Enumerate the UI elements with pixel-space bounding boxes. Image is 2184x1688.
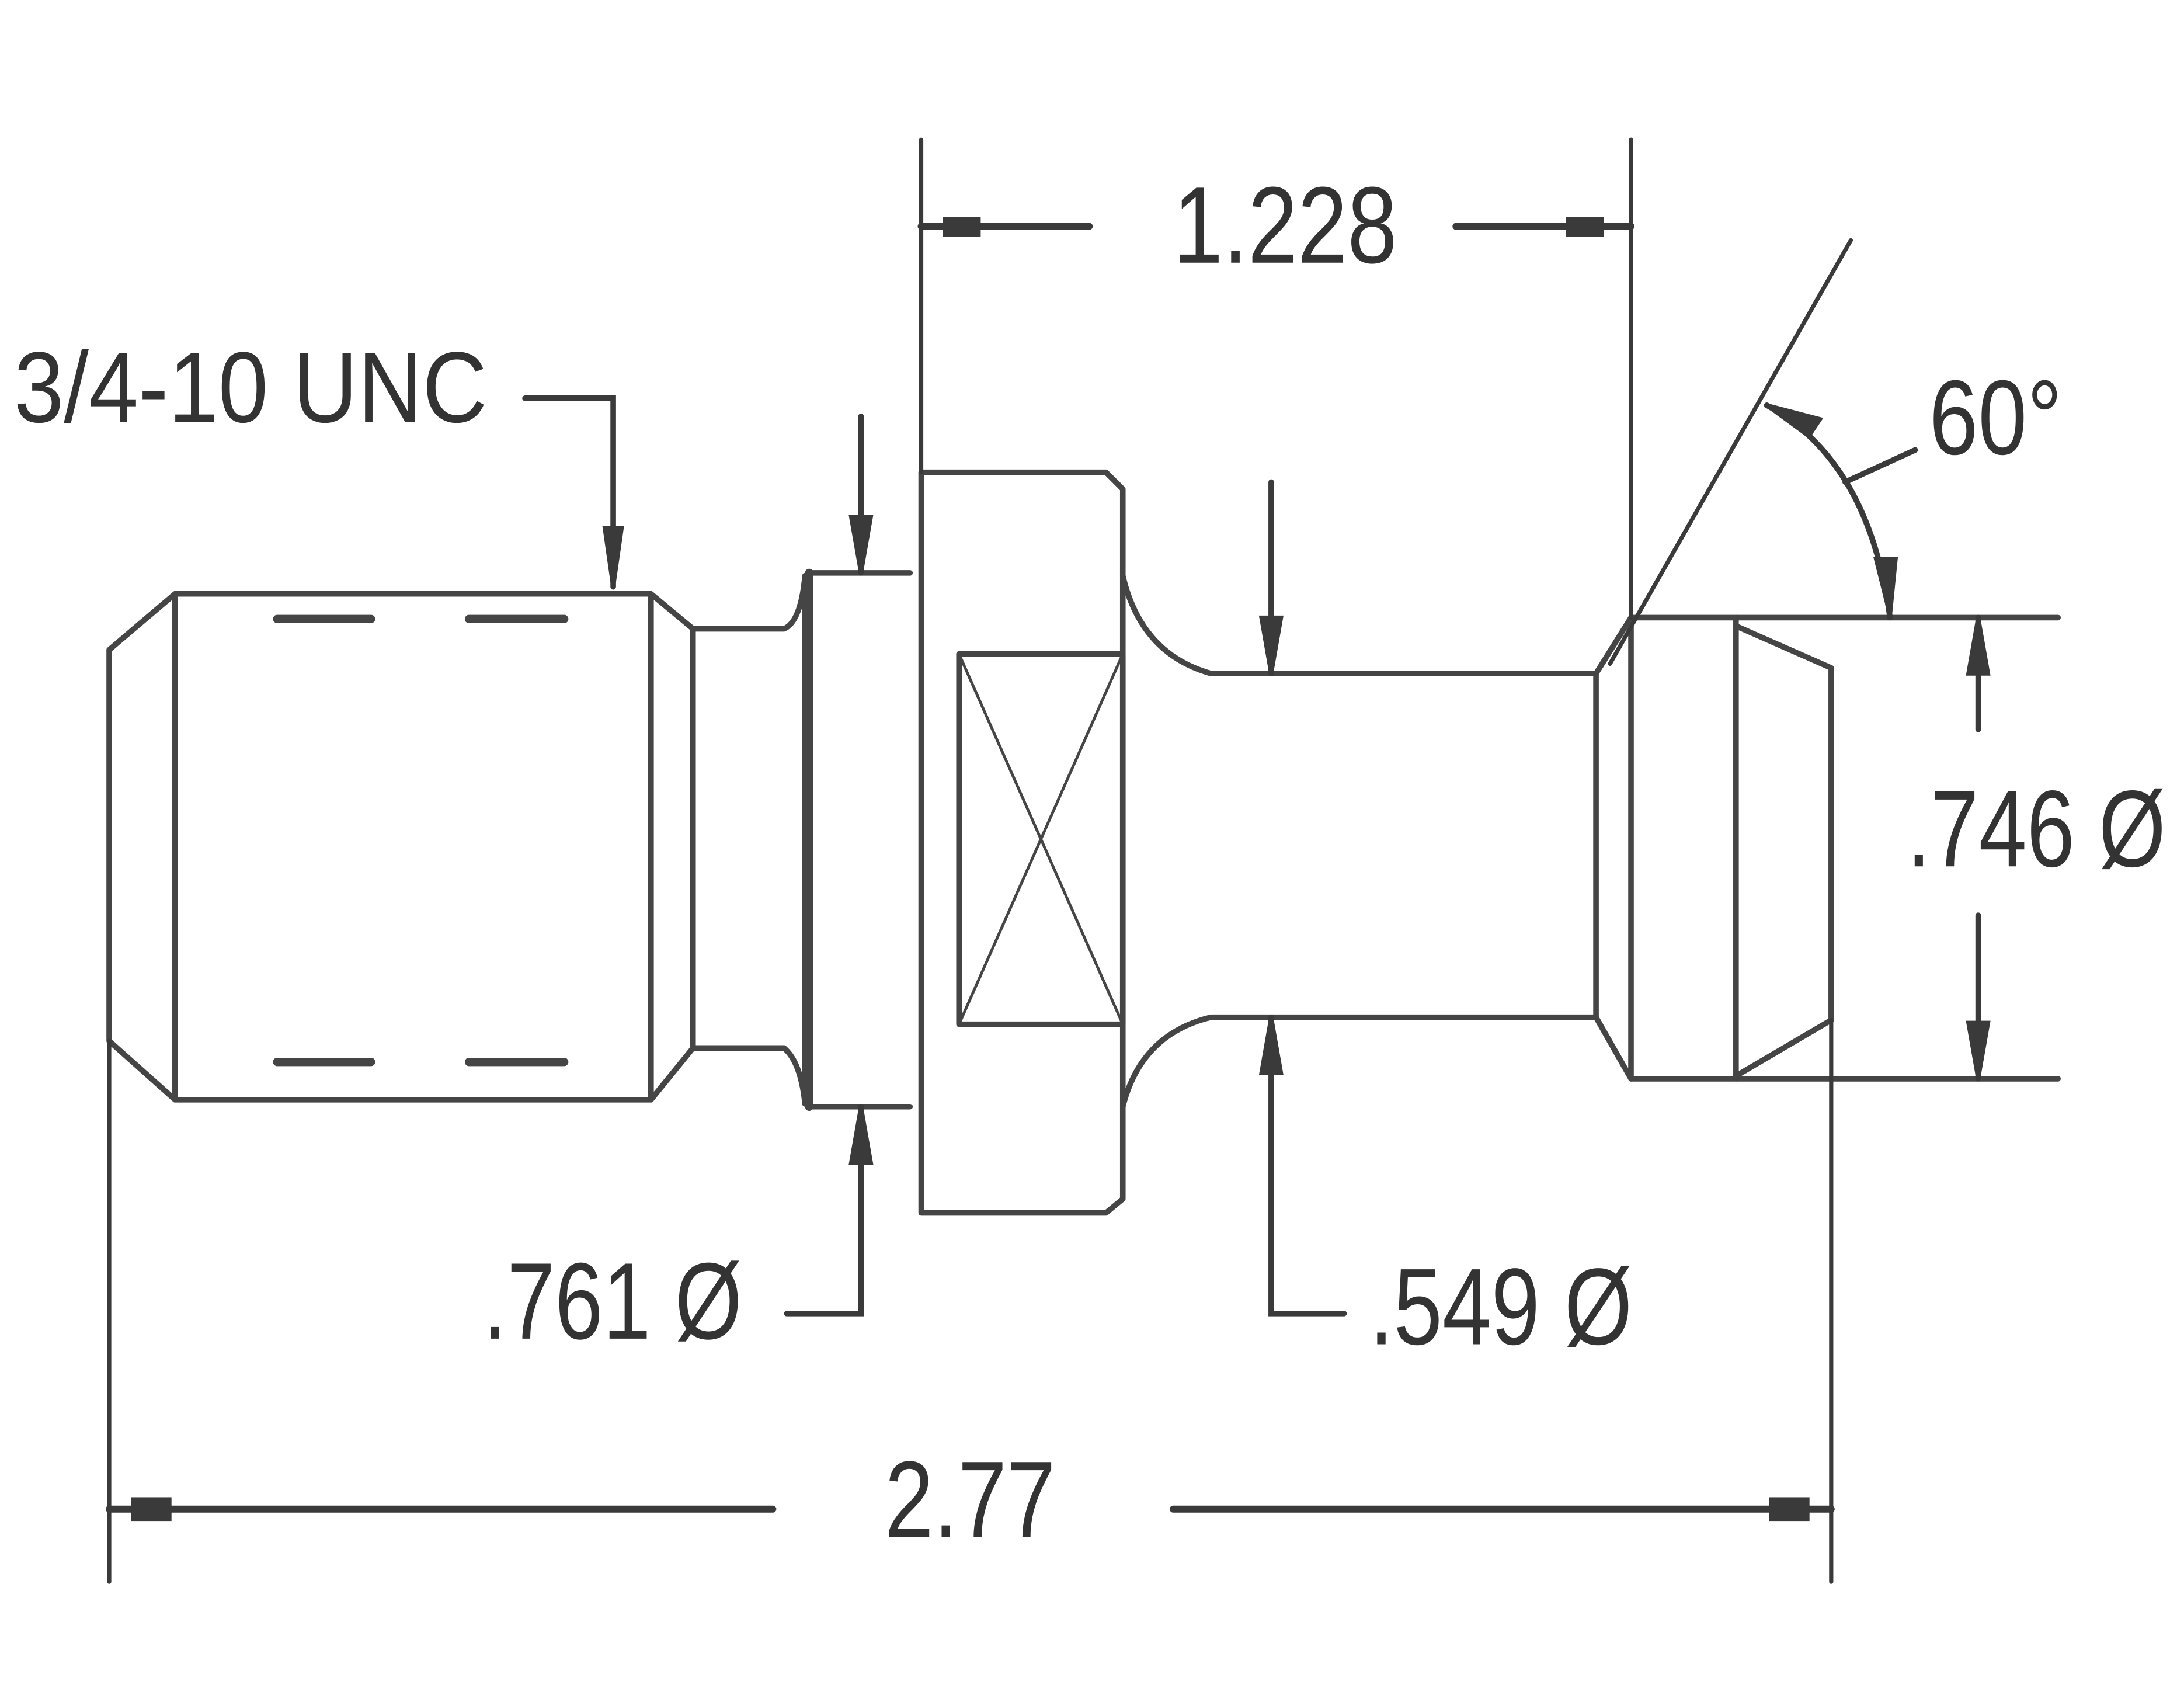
overall-arrow-right [1769, 1497, 1810, 1522]
angle-line [1608, 238, 1853, 666]
angle-arc [1764, 402, 1893, 621]
length-arrow-left [943, 217, 981, 237]
dimension-lines [106, 137, 1991, 1584]
groove-outline [690, 572, 808, 1107]
dimension-labels: 3/4-10 UNC 1.228 60° .746 Ø .761 Ø .549 … [14, 164, 2166, 1561]
neck-bottom [1119, 1014, 1599, 1110]
overall-length-label: 2.77 [885, 1439, 1055, 1561]
collar-dim-arrow-bottom [848, 1106, 874, 1165]
wrench-flat-cross-2 [957, 652, 1125, 1026]
head-dim-arrow-top [1966, 617, 1991, 676]
thread-minor-dashes [273, 614, 569, 1067]
angle-leader [1842, 447, 1918, 485]
head-dim-arrow-bottom [1966, 1020, 1991, 1079]
head-outline [1593, 614, 1739, 1082]
head-chamfer [1733, 623, 1834, 1079]
thread-chamfer-right [648, 591, 696, 1103]
part-outline [106, 469, 2061, 1216]
thread-leader [522, 395, 616, 590]
neck-top [1119, 572, 1599, 676]
collar-dim-bottom [784, 1103, 864, 1317]
head-angle-label: 60° [1929, 358, 2063, 477]
thread-shank-outline [172, 591, 654, 1103]
overall-arrow-left [131, 1497, 172, 1522]
flange-to-head-length-label: 1.228 [1173, 164, 1397, 286]
angle-arrow-top [1765, 403, 1824, 439]
neck-dim-arrow-bottom [1258, 1017, 1284, 1075]
angle-arrow-bottom [1873, 557, 1898, 616]
flange-outline [918, 469, 1126, 1216]
length-arrow-right [1566, 217, 1604, 237]
neck-diameter-label: .549 Ø [1369, 1246, 1633, 1368]
head-diameter-label: .746 Ø [1907, 767, 2166, 890]
thread-leader-arrow [602, 526, 624, 588]
collar-diameter-label: .761 Ø [483, 1240, 742, 1362]
wrench-flat [956, 651, 1126, 1027]
neck-dim-bottom [1268, 1014, 1347, 1317]
thread-callout-label: 3/4-10 UNC [14, 331, 487, 444]
thread-chamfer-left [106, 591, 178, 1103]
neck-dim-arrow-top [1258, 615, 1284, 674]
collar-dim-arrow-top [848, 515, 874, 574]
